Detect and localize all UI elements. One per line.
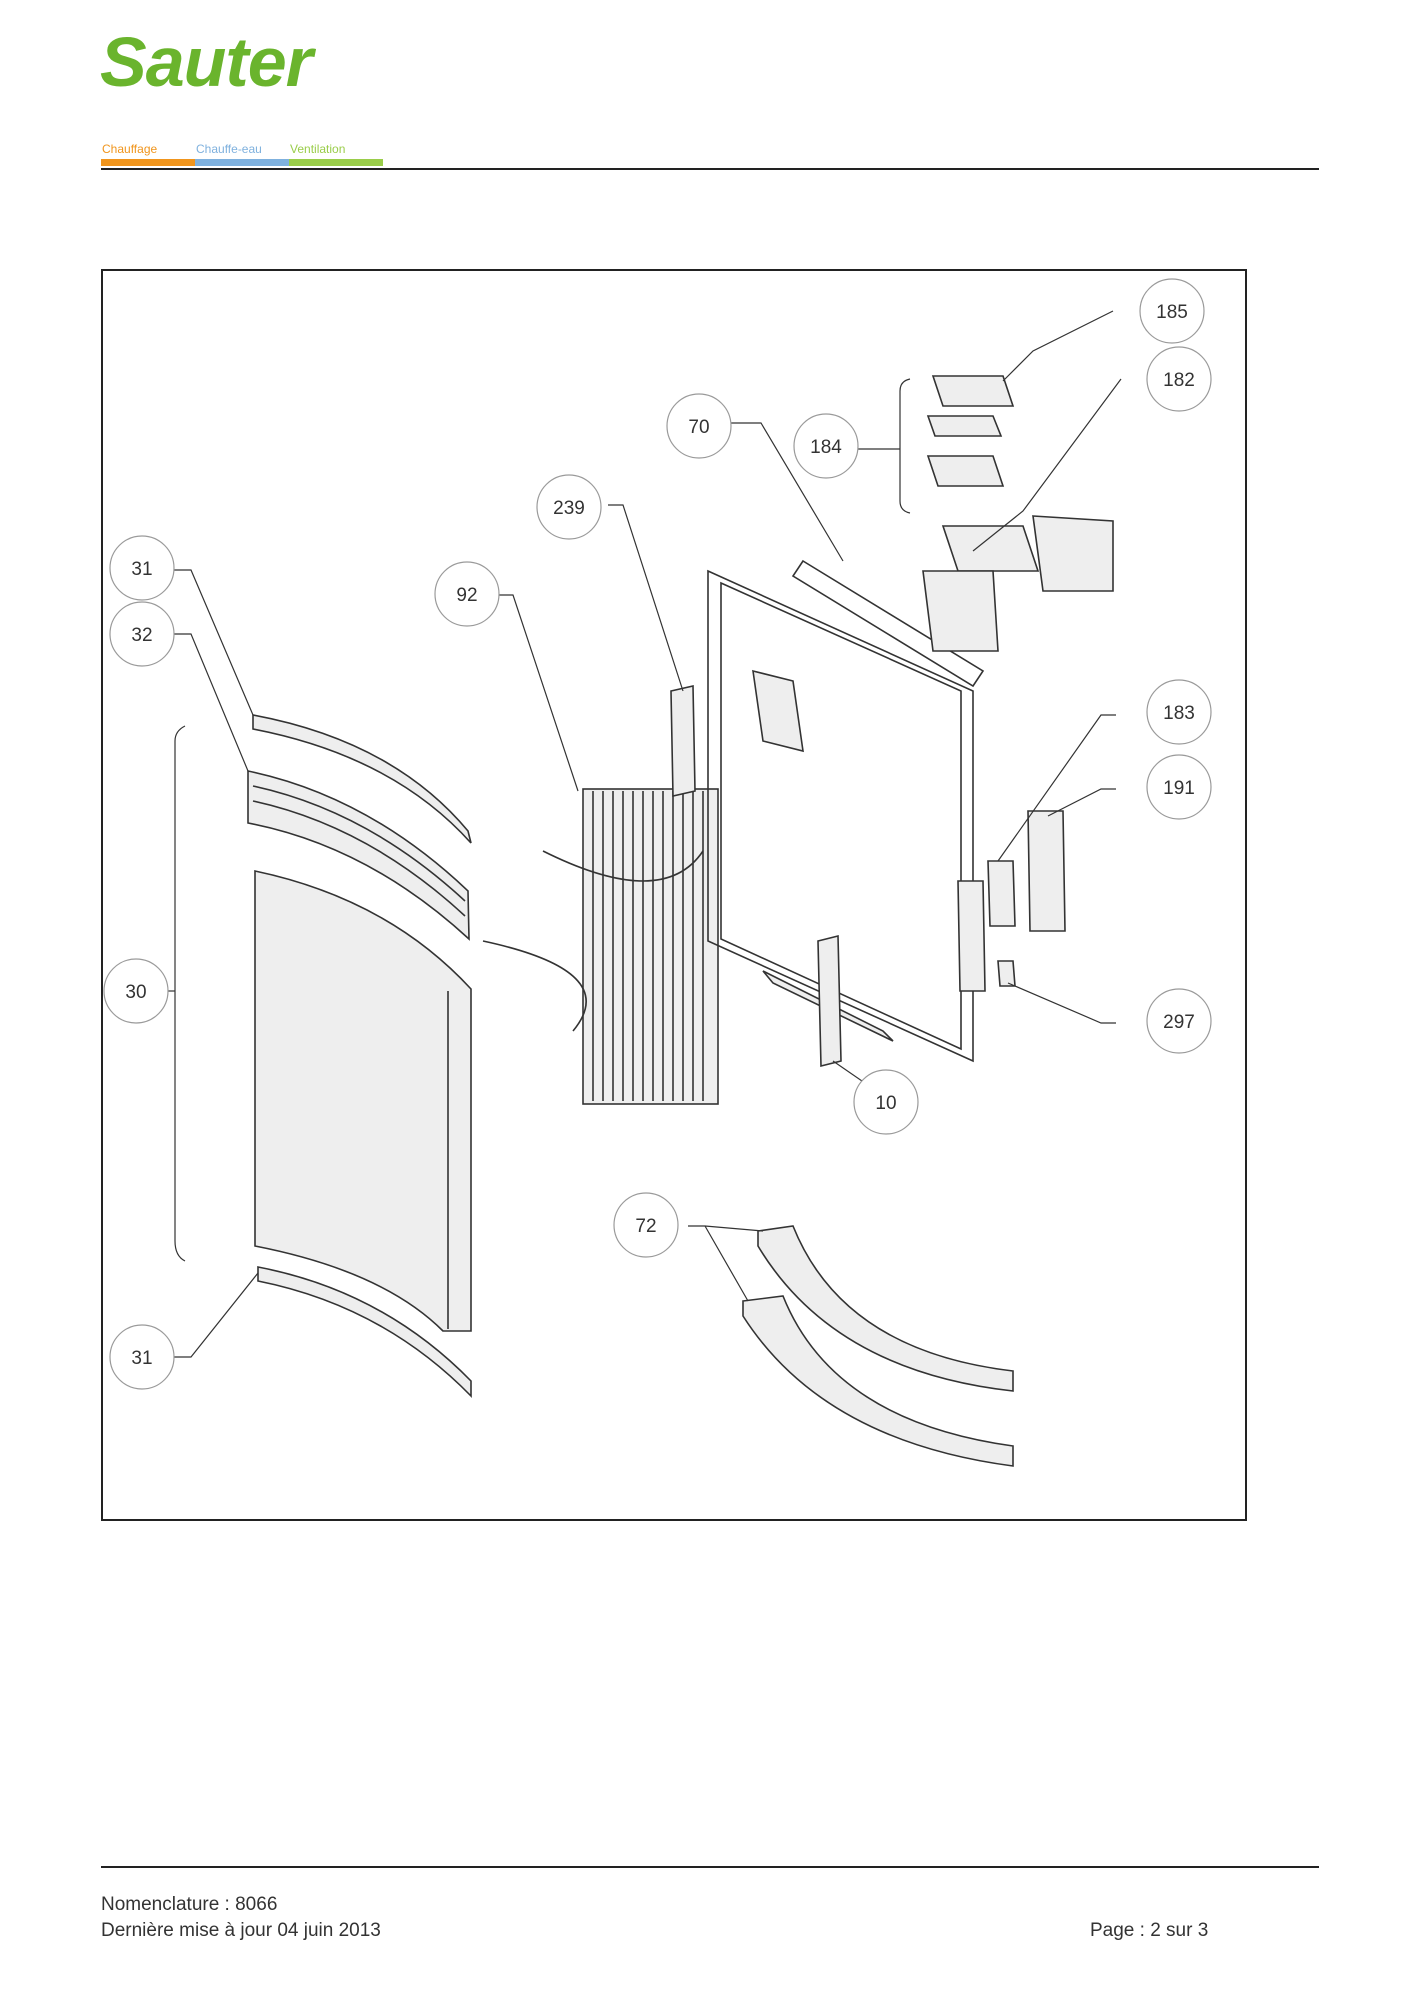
leader-182 [972,378,1122,552]
callout-label: 10 [875,1093,896,1114]
brand-categories: Chauffage Chauffe-eau Ventilation [101,142,383,168]
part-top-cap [252,714,472,844]
part-control-keypad [926,415,1003,437]
part-cable [542,850,704,882]
category-bar [195,159,289,166]
part-bracket-10 [817,934,842,1068]
part-bottom-cap [257,1266,472,1398]
part-upper-grille-slot [252,785,466,902]
callout-label: 32 [131,625,152,646]
leader-70 [731,422,844,562]
leader-183 [997,714,1116,862]
part-back-frame-inner [720,581,962,1051]
callout-239: 239 [536,474,602,540]
part-foot-lower [742,1295,1014,1467]
leader-31-top [169,569,254,716]
category-chauffe-eau: Chauffe-eau [195,142,289,168]
callout-label: 30 [125,982,146,1003]
group-bracket-30 [174,725,186,1262]
leader-31-bottom [169,1272,259,1358]
part-thermostat-183 [987,860,1016,927]
callout-label: 239 [553,498,585,519]
callout-label: 183 [1163,703,1195,724]
callout-184: 184 [793,413,859,479]
part-control-housing [1032,515,1114,592]
category-label: Ventilation [290,142,346,156]
part-back-frame [707,569,974,1063]
part-front-panel [254,870,472,1332]
part-control-body [922,570,999,652]
leader-32 [169,633,249,772]
callout-185: 185 [1139,278,1205,344]
callout-191: 191 [1146,754,1212,820]
part-upper-grille [247,770,470,941]
callout-70: 70 [666,393,732,459]
part-control-board [926,455,1005,487]
callout-72: 72 [613,1192,679,1258]
leader-72 [688,1225,764,1302]
part-cable [482,940,587,1032]
callout-label: 191 [1163,778,1195,799]
nomenclature-label: Nomenclature : 8066 [101,1894,278,1915]
callout-297: 297 [1146,988,1212,1054]
category-label: Chauffe-eau [196,142,262,156]
callout-92: 92 [434,561,500,627]
part-frame-clip [752,669,804,753]
part-frame-top-bar [791,559,985,688]
callout-label: 31 [131,1348,152,1369]
callout-label: 31 [131,559,152,580]
part-control-cover [931,375,1015,407]
callout-label: 297 [1163,1012,1195,1033]
callout-32: 32 [109,601,175,667]
part-plate [957,880,986,992]
category-label: Chauffage [102,142,158,156]
callout-182: 182 [1146,346,1212,412]
callout-label: 182 [1163,370,1195,391]
part-upper-grille-slot [252,800,466,917]
footer-divider [101,1866,1319,1868]
part-heating-fins [592,791,704,1101]
leader-297 [1007,982,1116,1024]
category-ventilation: Ventilation [289,142,383,168]
callout-label: 184 [810,437,842,458]
category-bar [101,159,195,166]
group-bracket-184 [899,378,911,514]
callout-31-top: 31 [109,535,175,601]
part-heating-element [582,788,719,1105]
logo-wordmark: Sauter [100,26,317,96]
leader-185 [1002,310,1114,382]
callout-label: 185 [1156,302,1188,323]
last-updated-label: Dernière mise à jour 04 juin 2013 [101,1920,381,1941]
part-control-pcb [941,525,1040,572]
category-bar [289,159,383,166]
diagram-canvas: 185 182 70 184 239 31 92 32 [103,278,1212,1467]
callout-183: 183 [1146,679,1212,745]
callout-label: 92 [456,585,477,606]
category-chauffage: Chauffage [101,142,195,168]
leader-191 [1047,788,1116,817]
page-number: Page : 2 sur 3 [1090,1920,1209,1941]
callout-31-bottom: 31 [109,1324,175,1390]
header-divider [101,168,1319,170]
callout-10: 10 [853,1069,919,1135]
callout-label: 70 [688,417,709,438]
part-support-bracket [670,685,696,797]
part-sensor-297 [997,960,1016,987]
exploded-parts-diagram: 185 182 70 184 239 31 92 32 [101,269,1247,1521]
part-foot-upper [757,1225,1014,1392]
callout-30: 30 [103,958,169,1024]
sauter-logo: Sauter [100,23,390,101]
leader-92 [495,594,579,792]
part-module-191 [1027,810,1066,932]
leader-239 [608,504,684,692]
callout-label: 72 [635,1216,656,1237]
